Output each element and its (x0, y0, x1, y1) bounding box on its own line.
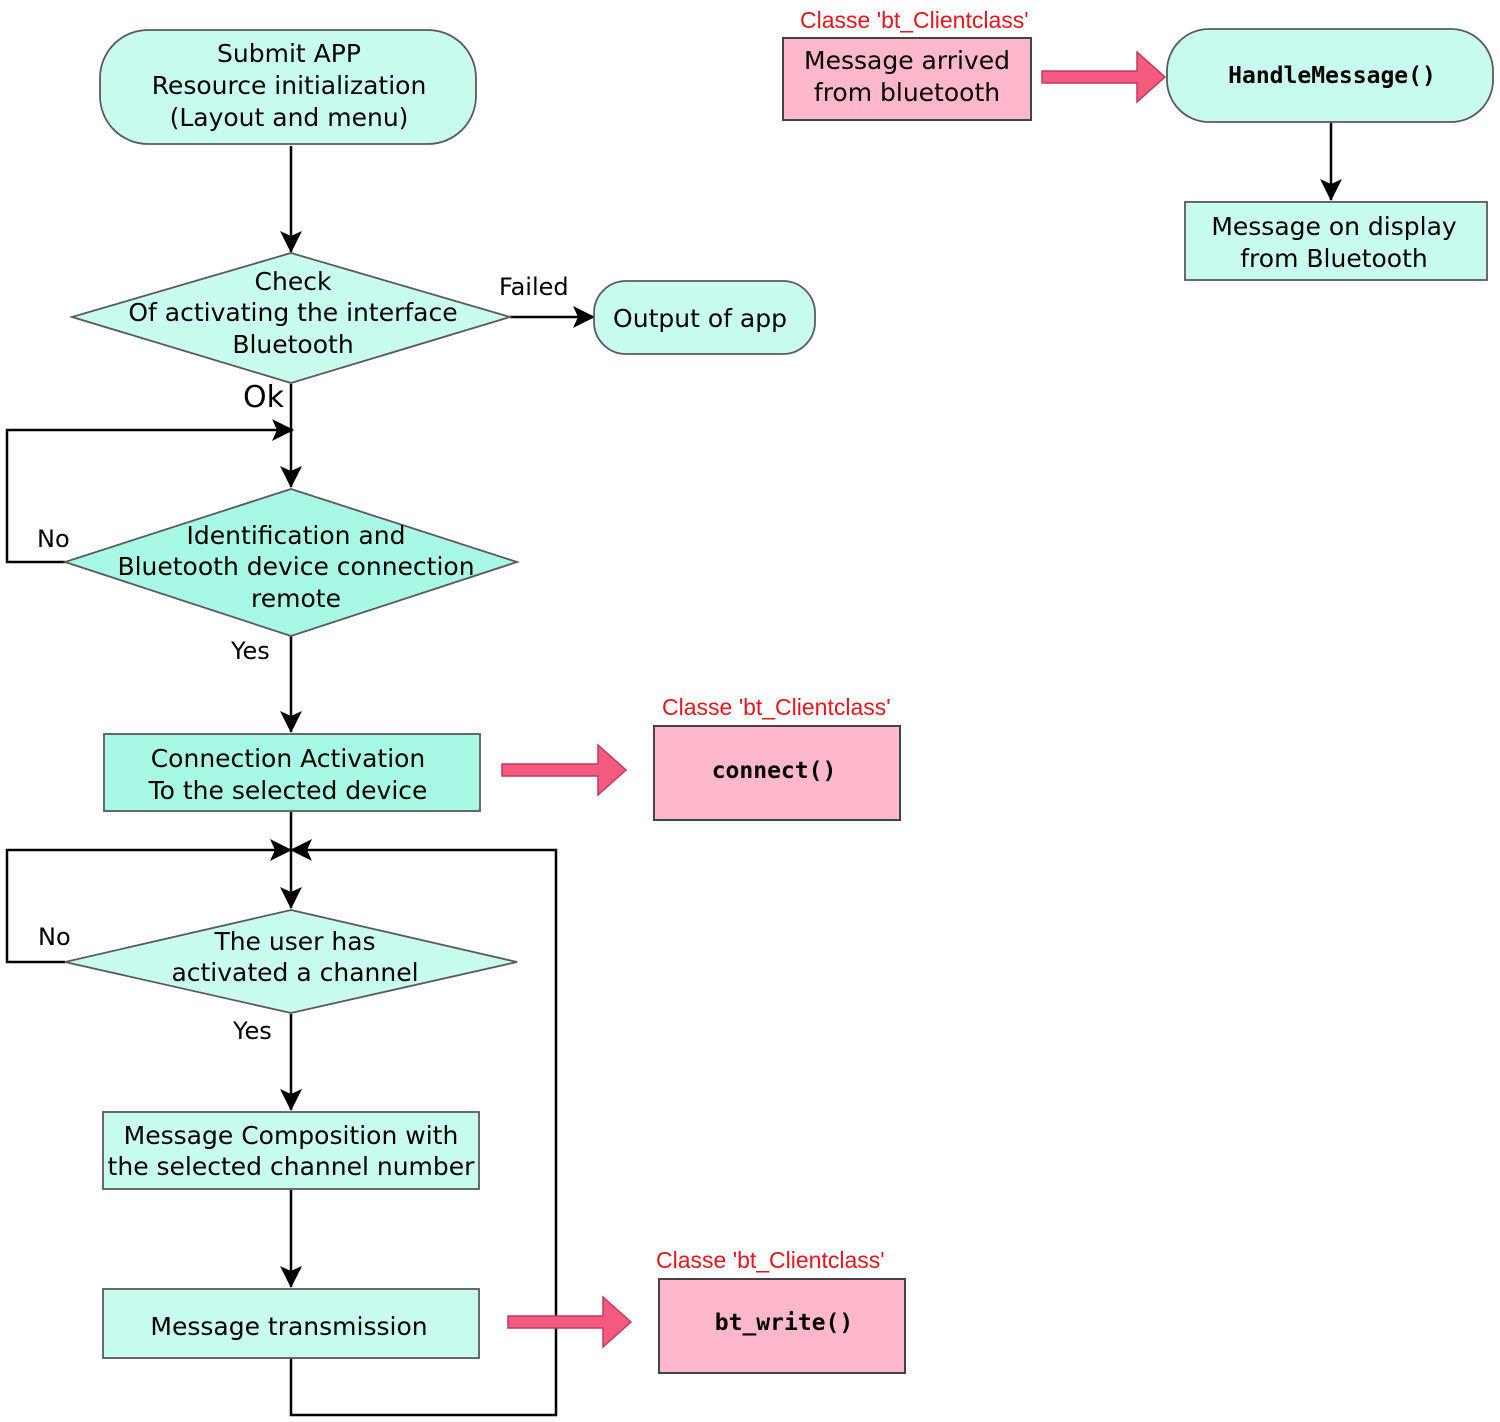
decision-check-line-3: Bluetooth (232, 330, 353, 359)
node-transmit-label: Message transmission (150, 1312, 427, 1341)
node-connect-label: connect() (712, 758, 837, 784)
node-output-app: Output of app (593, 280, 816, 355)
node-message-composition: Message Composition with the selected ch… (102, 1111, 480, 1190)
edge-label-yes-channel: Yes (232, 1017, 272, 1045)
node-handle-label: HandleMessage() (1228, 63, 1436, 89)
decision-identify-line-3: remote (251, 584, 341, 613)
node-output-label: Output of app (613, 304, 787, 333)
decision-channel-line-2: activated a channel (171, 958, 418, 987)
node-connection-line-2: To the selected device (148, 776, 428, 805)
node-start-line-1: Submit APP (217, 39, 361, 68)
pink-arrow-message (1041, 50, 1167, 104)
node-display-line-1: Message on display (1211, 212, 1457, 241)
edge-identify-no-loop (5, 419, 294, 564)
node-arrived-line-2: from bluetooth (814, 78, 1000, 107)
decision-check-bluetooth: Check Of activating the interface Blueto… (68, 252, 514, 384)
edge-transmit-loop (289, 839, 558, 1417)
decision-identify-line-2: Bluetooth device connection (117, 552, 474, 581)
node-start: Submit APP Resource initialization (Layo… (99, 29, 477, 145)
node-handle-message: HandleMessage() (1166, 28, 1494, 123)
edge-label-no-channel: No (38, 923, 71, 951)
node-start-line-2: Resource initialization (152, 71, 427, 100)
pink-arrow-write (507, 1295, 633, 1349)
node-write-label: bt_write() (715, 1310, 853, 1336)
node-arrived-line-1: Message arrived (804, 46, 1010, 75)
class-label-top: Classe 'bt_Clientclass' (800, 7, 1029, 33)
edge-label-no-identify: No (37, 525, 70, 553)
decision-user-channel: The user has activated a channel (64, 909, 518, 1014)
node-message-transmission: Message transmission (102, 1288, 480, 1359)
decision-channel-line-1: The user has (213, 927, 375, 956)
node-connect-function: connect() (653, 725, 901, 821)
connectors (5, 123, 1342, 1417)
node-message-display: Message on display from Bluetooth (1184, 201, 1488, 281)
edge-channel-no-loop (5, 839, 292, 964)
decision-identify-line-1: Identification and (187, 521, 406, 550)
decision-check-line-2: Of activating the interface (128, 298, 457, 327)
node-connection-line-1: Connection Activation (151, 744, 426, 773)
decision-check-line-1: Check (255, 267, 332, 296)
node-write-function: bt_write() (658, 1278, 906, 1374)
edge-label-yes-identify: Yes (230, 637, 270, 665)
node-compose-line-2: the selected channel number (108, 1152, 476, 1181)
node-connection-activation: Connection Activation To the selected de… (103, 733, 481, 812)
decision-identify-device: Identification and Bluetooth device conn… (62, 488, 520, 637)
pink-arrow-connect (501, 743, 628, 797)
class-label-write: Classe 'bt_Clientclass' (656, 1247, 885, 1273)
edge-label-ok: Ok (243, 380, 285, 415)
node-message-arrived: Message arrived from bluetooth (782, 37, 1032, 121)
node-compose-line-1: Message Composition with (124, 1121, 459, 1150)
edge-label-failed: Failed (499, 273, 569, 301)
class-label-connect: Classe 'bt_Clientclass' (662, 694, 891, 720)
node-start-line-3: (Layout and menu) (170, 103, 409, 132)
node-display-line-2: from Bluetooth (1240, 244, 1428, 273)
